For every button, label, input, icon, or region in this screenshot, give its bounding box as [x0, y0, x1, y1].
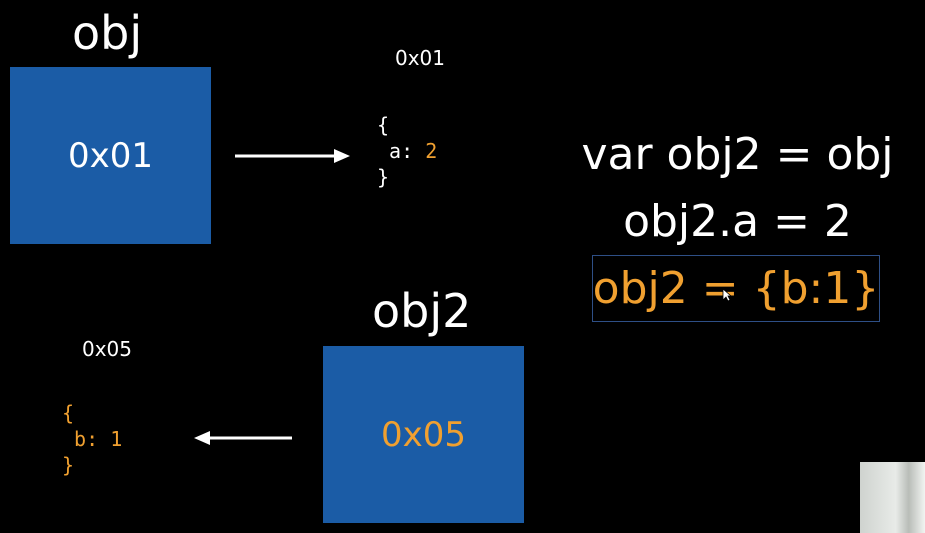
property-value-a: 2: [425, 139, 438, 163]
obj2-reference-box: 0x05: [323, 346, 524, 523]
memory-address-0x05: 0x05: [82, 337, 133, 361]
selection-box[interactable]: [592, 255, 880, 322]
mouse-cursor-icon: [722, 288, 732, 302]
brace-close: }: [62, 453, 75, 477]
object-literal-a: { a: 2 }: [377, 112, 437, 190]
brace-open: {: [62, 401, 75, 425]
statement-reassign-object[interactable]: obj2 = {b:1}: [592, 263, 880, 314]
obj-variable-label: obj: [72, 6, 143, 60]
brace-open: {: [377, 113, 390, 137]
obj-reference-value: 0x01: [67, 135, 154, 176]
webcam-overlay: [860, 462, 925, 533]
property-key-a: a:: [389, 139, 414, 163]
obj2-reference-value: 0x05: [380, 414, 467, 455]
object-literal-b: { b: 1 }: [62, 400, 122, 478]
obj2-variable-label: obj2: [372, 284, 472, 338]
right-arrow-icon: [235, 149, 350, 163]
obj-reference-box: 0x01: [10, 67, 211, 244]
property-key-b: b:: [74, 427, 99, 451]
left-arrow-icon: [194, 431, 292, 445]
statement-assign-reference: var obj2 = obj: [581, 129, 894, 180]
brace-close: }: [377, 165, 390, 189]
memory-address-0x01: 0x01: [395, 46, 446, 70]
property-value-b: 1: [110, 427, 123, 451]
statement-mutate-property: obj2.a = 2: [623, 196, 852, 247]
